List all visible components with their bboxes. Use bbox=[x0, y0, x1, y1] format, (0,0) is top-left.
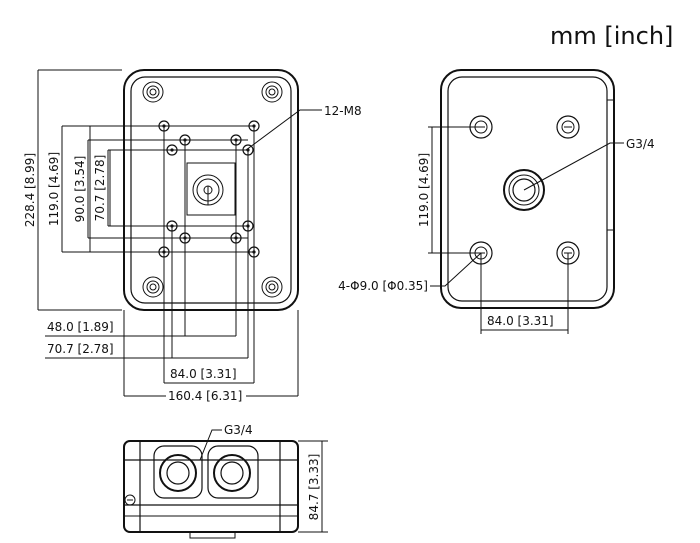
side-base-tab bbox=[189, 531, 236, 539]
side-housing-outline bbox=[123, 440, 299, 533]
holes-callout: 12-M8 bbox=[324, 104, 362, 118]
dim-height-70: 70.7 [2.78] bbox=[93, 155, 107, 222]
front-horizontal-dimensions: 48.0 [1.89] 70.7 [2.78] 84.0 [3.31] 160.… bbox=[45, 226, 299, 403]
side-gland-leader-line bbox=[199, 429, 222, 461]
dim-height-90: 90.0 [3.54] bbox=[73, 156, 87, 223]
front-housing-outline bbox=[123, 69, 299, 311]
back-housing-outline bbox=[440, 69, 615, 309]
holes-leader-line bbox=[245, 109, 322, 151]
mounting-hole bbox=[230, 134, 242, 146]
back-holes-callout: 4-Φ9.0 [Φ0.35] bbox=[338, 279, 428, 293]
back-view: G3/4 4-Φ9.0 [Φ0.35] 119.0 [4.69] 84.0 [3… bbox=[338, 69, 655, 334]
back-cable-gland bbox=[503, 169, 545, 211]
dim-width-48: 48.0 [1.89] bbox=[47, 320, 114, 334]
back-holes-leader-line bbox=[430, 252, 482, 287]
dim-height-119: 119.0 [4.69] bbox=[47, 152, 61, 226]
mounting-hole bbox=[166, 144, 178, 156]
front-view: 12-M8 228.4 [8.99] 119.0 [4.69] 90.0 [3.… bbox=[23, 69, 362, 403]
mounting-holes-12 bbox=[158, 120, 260, 258]
back-dim-width-84: 84.0 [3.31] bbox=[487, 314, 554, 328]
side-view: G3/4 84.7 [3.33] bbox=[123, 423, 328, 539]
front-housing-inner-outline bbox=[130, 76, 292, 304]
mounting-hole bbox=[242, 144, 254, 156]
back-thread-callout: G3/4 bbox=[626, 137, 655, 151]
side-cable-glands bbox=[153, 445, 259, 499]
back-dim-height-119: 119.0 [4.69] bbox=[417, 153, 431, 227]
center-port-frame bbox=[186, 162, 236, 216]
bolt-pattern-inner-box bbox=[109, 149, 249, 227]
units-label: mm [inch] bbox=[550, 22, 673, 50]
back-housing-inner-outline bbox=[447, 76, 608, 302]
mounting-hole bbox=[248, 120, 260, 132]
mounting-hole bbox=[158, 120, 170, 132]
dim-width-160: 160.4 [6.31] bbox=[168, 389, 242, 403]
side-dim-height-84-7: 84.7 [3.33] bbox=[307, 454, 321, 521]
dim-height-total: 228.4 [8.99] bbox=[23, 153, 37, 227]
side-screw-icon bbox=[124, 494, 136, 506]
side-thread-callout: G3/4 bbox=[224, 423, 253, 437]
dim-width-70: 70.7 [2.78] bbox=[47, 342, 114, 356]
dim-width-84: 84.0 [3.31] bbox=[170, 367, 237, 381]
front-vertical-dimensions: 228.4 [8.99] 119.0 [4.69] 90.0 [3.54] 70… bbox=[23, 69, 185, 311]
gland-leader-line bbox=[523, 142, 624, 191]
front-corner-bosses bbox=[142, 81, 283, 298]
